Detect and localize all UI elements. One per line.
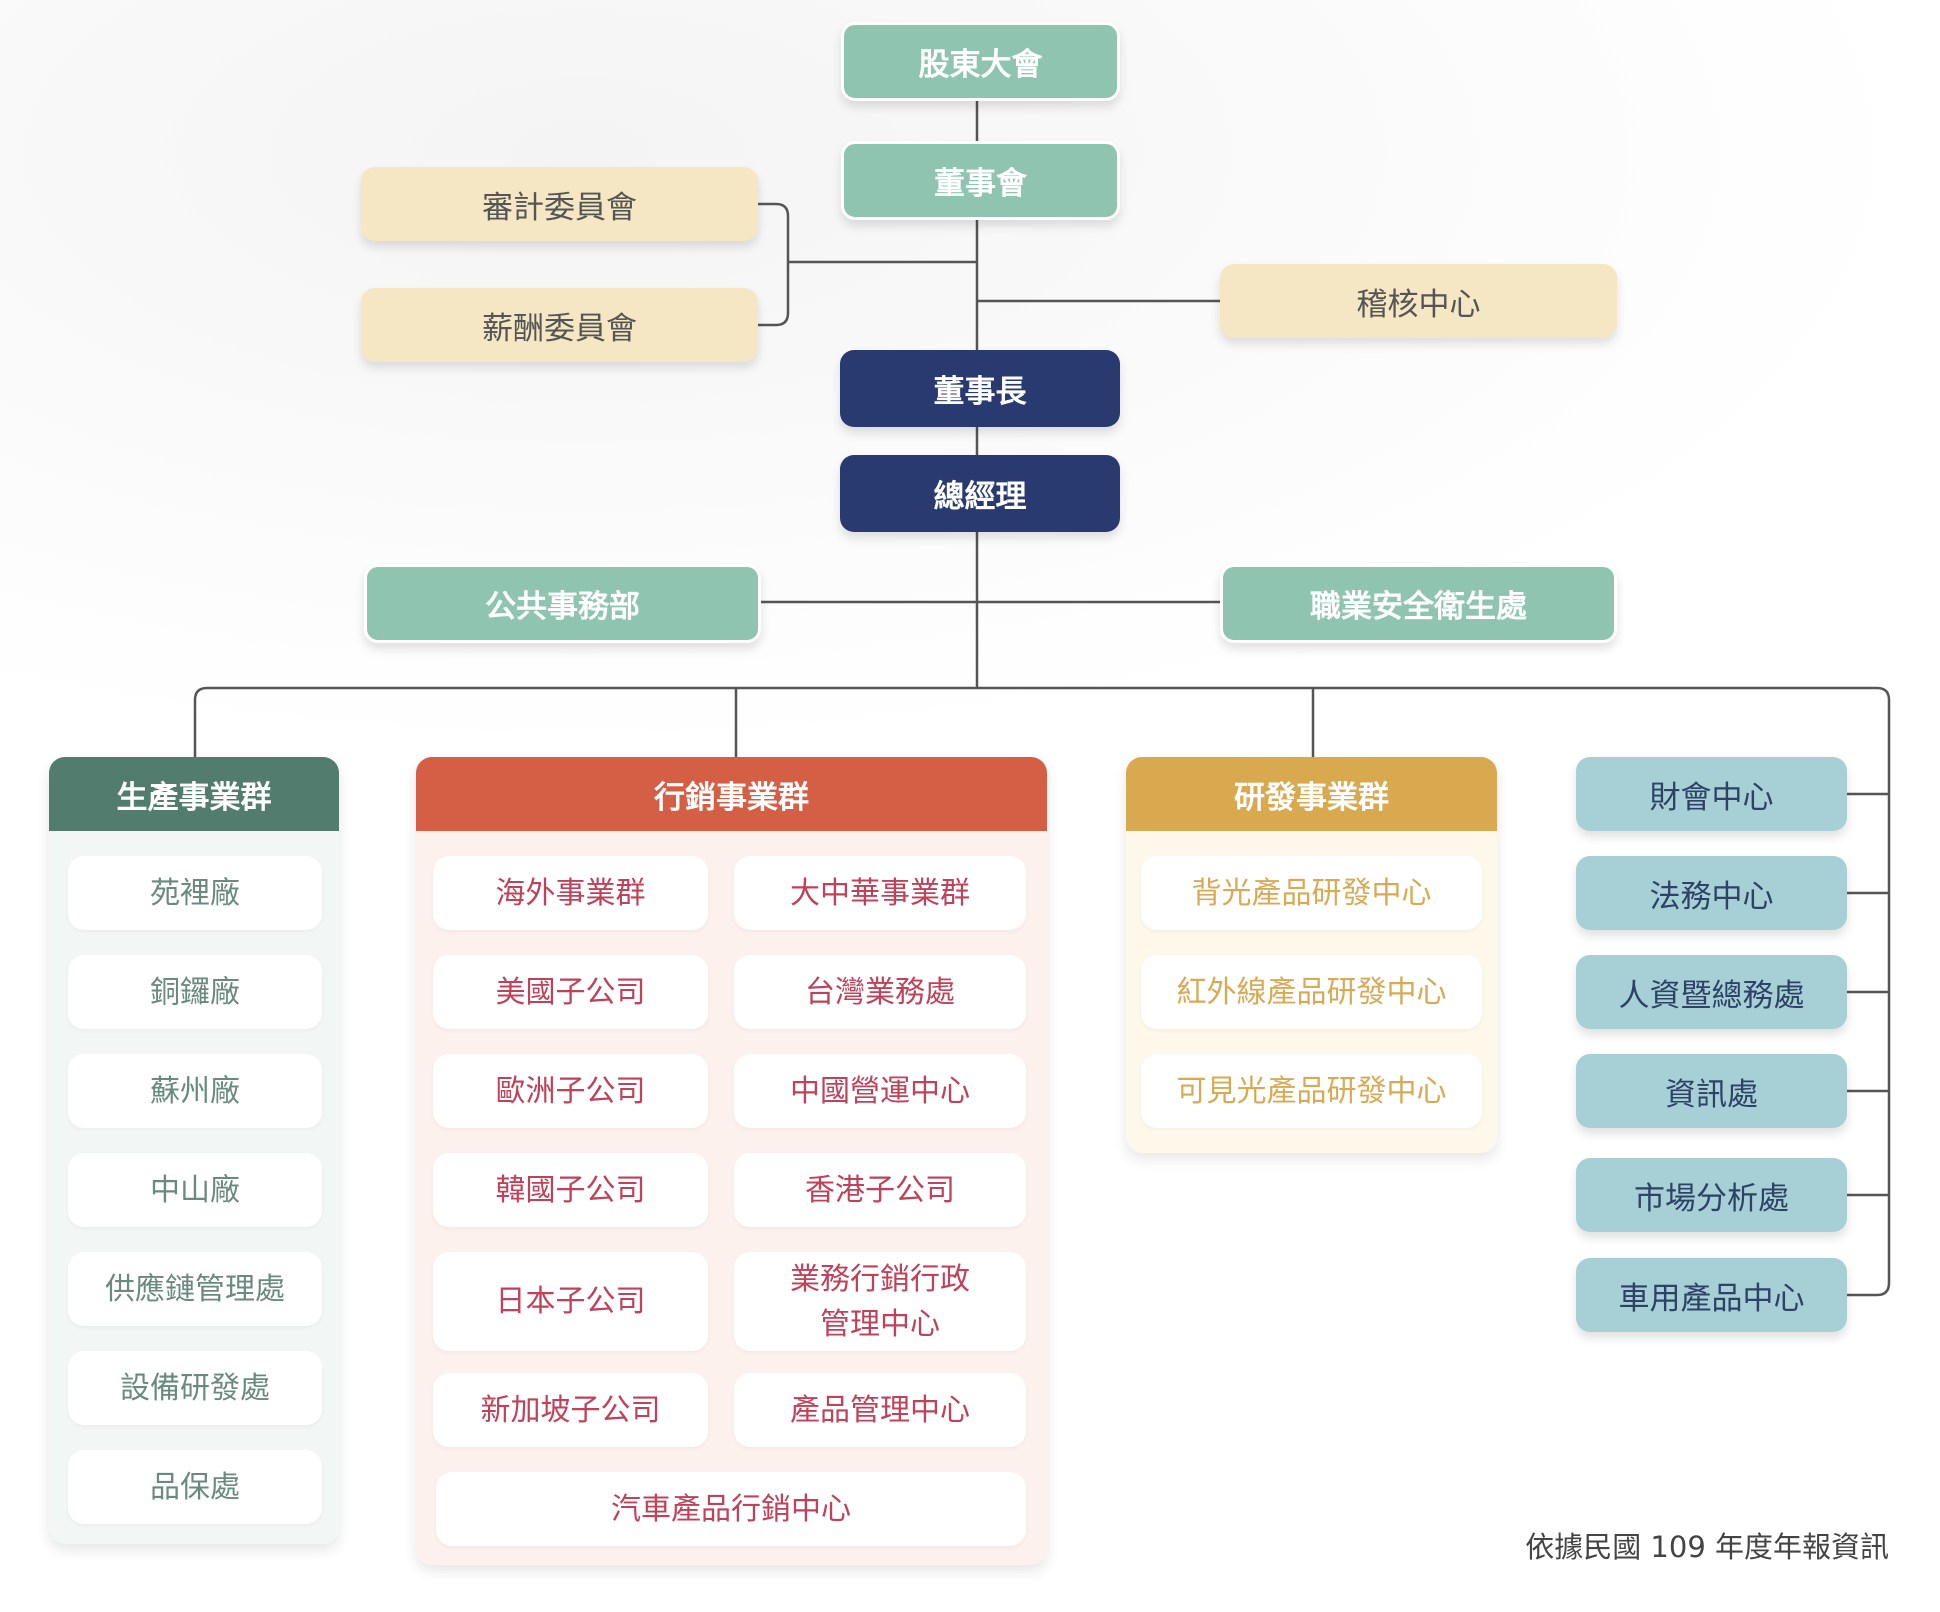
center-box: 資訊處: [1576, 1054, 1847, 1128]
shareholders-meeting-box: 股東大會: [841, 22, 1120, 101]
list-item: 產品管理中心: [734, 1373, 1026, 1447]
occupational-safety-box: 職業安全衛生處: [1220, 564, 1617, 643]
list-item: 台灣業務處: [734, 955, 1026, 1029]
list-item: 供應鏈管理處: [68, 1252, 322, 1326]
list-item: 銅鑼廠: [68, 955, 322, 1029]
audit-committee-box: 審計委員會: [361, 167, 758, 241]
list-item: 品保處: [68, 1450, 322, 1524]
marketing-group-title: 行銷事業群: [416, 757, 1047, 831]
production-group-title: 生產事業群: [49, 757, 339, 831]
public-affairs-box: 公共事務部: [364, 564, 761, 643]
center-box: 人資暨總務處: [1576, 955, 1847, 1029]
list-item: 香港子公司: [734, 1153, 1026, 1227]
source-note: 依據民國 109 年度年報資訊: [1525, 1530, 1889, 1564]
list-item: 歐洲子公司: [433, 1054, 708, 1128]
list-item: 大中華事業群: [734, 856, 1026, 930]
list-item: 設備研發處: [68, 1351, 322, 1425]
list-item: 中山廠: [68, 1153, 322, 1227]
list-item: 中國營運中心: [734, 1054, 1026, 1128]
center-box: 車用產品中心: [1576, 1258, 1847, 1332]
list-item: 蘇州廠: [68, 1054, 322, 1128]
list-item: 日本子公司: [433, 1252, 708, 1351]
list-item: 苑裡廠: [68, 856, 322, 930]
center-box: 法務中心: [1576, 856, 1847, 930]
board-of-directors-box: 董事會: [841, 141, 1120, 220]
list-item: 汽車產品行銷中心: [436, 1472, 1026, 1546]
chairman-box: 董事長: [840, 350, 1120, 427]
marketing-group: 行銷事業群 海外事業群 大中華事業群 美國子公司 台灣業務處 歐洲子公司 中國營…: [416, 757, 1047, 1565]
list-item: 可見光產品研發中心: [1141, 1054, 1482, 1128]
list-item: 新加坡子公司: [433, 1373, 708, 1447]
center-box: 財會中心: [1576, 757, 1847, 831]
list-item: 韓國子公司: [433, 1153, 708, 1227]
list-item: 海外事業群: [433, 856, 708, 930]
list-item: 背光產品研發中心: [1141, 856, 1482, 930]
list-item: 業務行銷行政管理中心: [734, 1252, 1026, 1351]
internal-audit-box: 稽核中心: [1220, 264, 1617, 338]
rd-group: 研發事業群 背光產品研發中心 紅外線產品研發中心 可見光產品研發中心: [1126, 757, 1497, 1153]
remuneration-committee-box: 薪酬委員會: [361, 288, 758, 362]
list-item: 紅外線產品研發中心: [1141, 955, 1482, 1029]
president-box: 總經理: [840, 455, 1120, 532]
list-item: 美國子公司: [433, 955, 708, 1029]
production-group: 生產事業群 苑裡廠 銅鑼廠 蘇州廠 中山廠 供應鏈管理處 設備研發處 品保處: [49, 757, 339, 1544]
rd-group-title: 研發事業群: [1126, 757, 1497, 831]
center-box: 市場分析處: [1576, 1158, 1847, 1232]
